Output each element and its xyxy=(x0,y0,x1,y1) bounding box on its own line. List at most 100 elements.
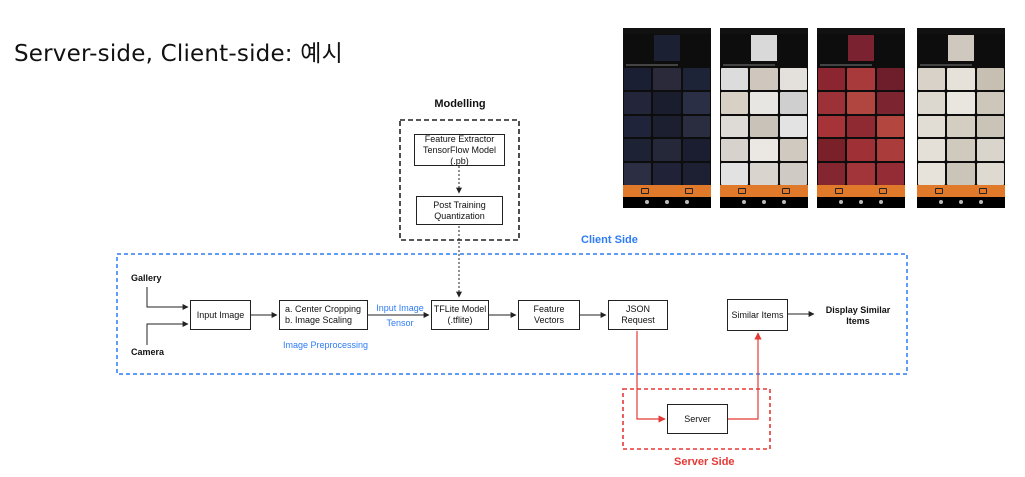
phone-status-bar xyxy=(817,28,905,34)
tflite-line-1: TFLite Model xyxy=(433,304,487,314)
result-thumbnail[interactable] xyxy=(624,163,652,185)
result-thumbnail[interactable] xyxy=(947,163,975,185)
phone-nav-bar xyxy=(817,197,905,208)
phone-toolbar xyxy=(917,185,1005,197)
result-thumbnail[interactable] xyxy=(847,115,875,138)
result-thumbnail[interactable] xyxy=(876,163,904,185)
similar-items-box: Similar Items xyxy=(727,299,788,331)
recents-icon[interactable] xyxy=(782,200,786,204)
recents-icon[interactable] xyxy=(685,200,689,204)
result-thumbnail[interactable] xyxy=(947,115,975,138)
result-thumbnail[interactable] xyxy=(818,115,846,138)
result-thumbnail[interactable] xyxy=(779,139,807,162)
camera-icon[interactable] xyxy=(979,188,987,194)
result-thumbnail[interactable] xyxy=(818,163,846,185)
result-thumbnail[interactable] xyxy=(918,163,946,185)
result-thumbnail[interactable] xyxy=(750,115,778,138)
result-thumbnail[interactable] xyxy=(624,91,652,114)
result-thumbnail[interactable] xyxy=(918,115,946,138)
modelling-title: Modelling xyxy=(434,98,486,110)
home-icon[interactable] xyxy=(665,200,669,204)
result-thumbnail[interactable] xyxy=(721,68,749,90)
result-thumbnail[interactable] xyxy=(876,139,904,162)
result-thumbnail[interactable] xyxy=(779,91,807,114)
json-request-line-1: JSON xyxy=(625,304,650,314)
result-thumbnail[interactable] xyxy=(624,68,652,90)
camera-icon[interactable] xyxy=(879,188,887,194)
result-thumbnail[interactable] xyxy=(682,115,710,138)
result-thumbnail[interactable] xyxy=(653,115,681,138)
result-thumbnail[interactable] xyxy=(624,139,652,162)
back-icon[interactable] xyxy=(645,200,649,204)
gallery-icon[interactable] xyxy=(935,188,943,194)
result-thumbnail[interactable] xyxy=(976,139,1004,162)
result-thumbnail[interactable] xyxy=(818,68,846,90)
result-thumbnail[interactable] xyxy=(682,68,710,90)
recents-icon[interactable] xyxy=(979,200,983,204)
result-thumbnail[interactable] xyxy=(750,163,778,185)
result-thumbnail[interactable] xyxy=(818,139,846,162)
back-icon[interactable] xyxy=(939,200,943,204)
feature-extractor-line-1: Feature Extractor xyxy=(424,133,495,144)
result-thumbnail[interactable] xyxy=(750,91,778,114)
result-thumbnail[interactable] xyxy=(653,68,681,90)
result-thumbnail[interactable] xyxy=(653,163,681,185)
result-thumbnail[interactable] xyxy=(847,163,875,185)
result-thumbnail[interactable] xyxy=(653,91,681,114)
tflite-model-box: TFLite Model (.tflite) xyxy=(431,300,489,330)
camera-icon[interactable] xyxy=(782,188,790,194)
query-image xyxy=(751,35,777,61)
result-thumbnail[interactable] xyxy=(976,115,1004,138)
result-thumbnail[interactable] xyxy=(847,139,875,162)
phone-toolbar xyxy=(817,185,905,197)
query-caption xyxy=(920,64,972,66)
result-thumbnail[interactable] xyxy=(818,91,846,114)
result-thumbnail[interactable] xyxy=(682,91,710,114)
result-thumbnail[interactable] xyxy=(947,139,975,162)
result-thumbnail[interactable] xyxy=(847,68,875,90)
back-icon[interactable] xyxy=(742,200,746,204)
home-icon[interactable] xyxy=(859,200,863,204)
result-thumbnail[interactable] xyxy=(947,91,975,114)
result-thumbnail[interactable] xyxy=(876,91,904,114)
gallery-icon[interactable] xyxy=(641,188,649,194)
home-icon[interactable] xyxy=(762,200,766,204)
camera-icon[interactable] xyxy=(685,188,693,194)
query-image xyxy=(848,35,874,61)
result-thumbnail[interactable] xyxy=(918,91,946,114)
query-image xyxy=(948,35,974,61)
result-thumbnail[interactable] xyxy=(947,68,975,90)
result-thumbnail[interactable] xyxy=(876,115,904,138)
recents-icon[interactable] xyxy=(879,200,883,204)
result-thumbnail[interactable] xyxy=(721,163,749,185)
result-thumbnail[interactable] xyxy=(750,68,778,90)
result-thumbnail[interactable] xyxy=(976,163,1004,185)
result-thumbnail[interactable] xyxy=(721,91,749,114)
client-side-frame xyxy=(116,253,908,375)
result-thumbnail[interactable] xyxy=(682,163,710,185)
back-icon[interactable] xyxy=(839,200,843,204)
result-thumbnail[interactable] xyxy=(624,115,652,138)
result-thumbnail[interactable] xyxy=(779,115,807,138)
result-thumbnail[interactable] xyxy=(750,139,778,162)
result-thumbnail[interactable] xyxy=(876,68,904,90)
result-thumbnail[interactable] xyxy=(721,115,749,138)
preprocess-box: a. Center Cropping b. Image Scaling xyxy=(279,300,368,330)
result-thumbnail[interactable] xyxy=(779,163,807,185)
result-thumbnail[interactable] xyxy=(653,139,681,162)
home-icon[interactable] xyxy=(959,200,963,204)
result-thumbnail[interactable] xyxy=(918,139,946,162)
gallery-icon[interactable] xyxy=(835,188,843,194)
result-grid xyxy=(721,68,807,185)
result-grid xyxy=(624,68,710,185)
result-thumbnail[interactable] xyxy=(682,139,710,162)
result-thumbnail[interactable] xyxy=(779,68,807,90)
result-thumbnail[interactable] xyxy=(976,68,1004,90)
feature-vectors-box: Feature Vectors xyxy=(518,300,580,330)
display-similar-line-2: Items xyxy=(846,316,870,326)
result-thumbnail[interactable] xyxy=(847,91,875,114)
result-thumbnail[interactable] xyxy=(918,68,946,90)
result-thumbnail[interactable] xyxy=(976,91,1004,114)
result-thumbnail[interactable] xyxy=(721,139,749,162)
gallery-icon[interactable] xyxy=(738,188,746,194)
